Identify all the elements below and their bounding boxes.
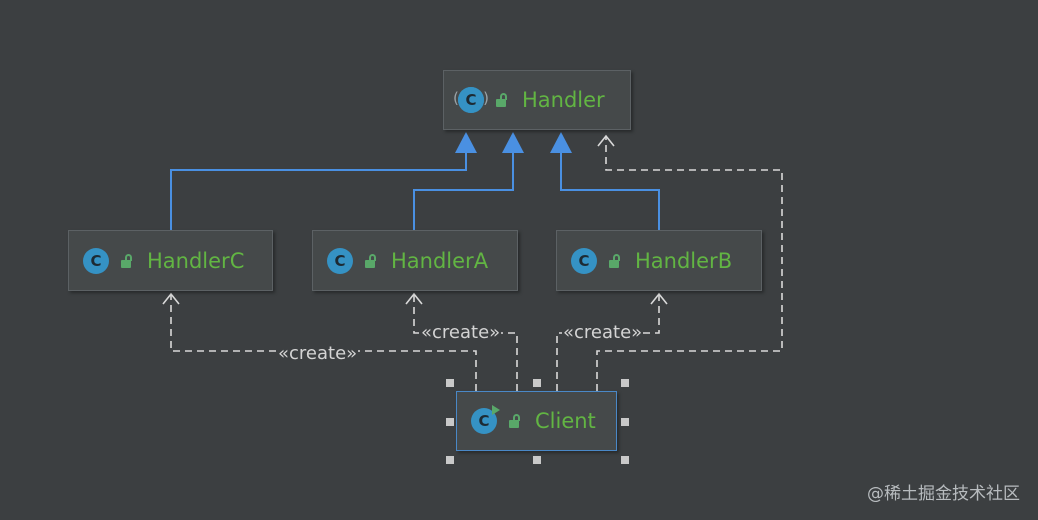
create-label-handlerb: «create» <box>562 322 644 343</box>
class-node-handlerc[interactable]: C HandlerC <box>68 230 273 291</box>
edge-handlera-to-handler[interactable] <box>413 152 514 230</box>
resize-handle-bottom-middle[interactable] <box>533 456 541 464</box>
class-icon: C <box>571 247 597 274</box>
public-lock-icon <box>609 253 623 268</box>
arrowhead-triangle <box>550 132 572 153</box>
edge-client-to-handler[interactable] <box>596 136 783 391</box>
create-label-handlerc: «create» <box>277 343 359 364</box>
inheritance-arrowheads <box>455 132 572 153</box>
arrowhead-triangle <box>502 132 524 153</box>
resize-handle-middle-left[interactable] <box>446 418 454 426</box>
class-name: Client <box>535 409 596 433</box>
resize-handle-bottom-right[interactable] <box>621 456 629 464</box>
public-lock-icon <box>509 414 523 428</box>
public-lock-icon <box>365 253 379 268</box>
open-arrowhead <box>405 292 423 305</box>
edge-handlerc-to-handler[interactable] <box>170 152 467 230</box>
class-name: HandlerB <box>635 248 733 273</box>
open-arrowhead <box>650 292 668 305</box>
run-badge-icon <box>492 405 500 415</box>
dependency-arrowheads <box>162 134 668 305</box>
edge-handlerb-to-handler[interactable] <box>560 152 660 230</box>
class-node-client[interactable]: C Client <box>456 391 617 451</box>
arrowhead-triangle <box>455 132 477 153</box>
create-label-handlera: «create» <box>420 322 502 343</box>
open-arrowhead <box>162 292 180 305</box>
class-icon: C <box>83 247 109 274</box>
resize-handle-top-right[interactable] <box>621 379 629 387</box>
inheritance-edges <box>170 152 660 230</box>
class-node-handler[interactable]: C Handler <box>443 70 631 130</box>
resize-handle-bottom-left[interactable] <box>446 456 454 464</box>
runnable-class-icon: C <box>471 405 500 434</box>
public-lock-icon <box>121 253 135 268</box>
class-icon: C <box>327 247 353 274</box>
class-name: Handler <box>522 88 605 112</box>
open-arrowhead <box>597 134 615 147</box>
class-name: HandlerA <box>391 248 489 273</box>
class-node-handlerb[interactable]: C HandlerB <box>556 230 762 291</box>
resize-handle-middle-right[interactable] <box>621 418 629 426</box>
resize-handle-top-left[interactable] <box>446 379 454 387</box>
class-node-handlera[interactable]: C HandlerA <box>312 230 518 291</box>
class-name: HandlerC <box>147 248 245 273</box>
public-lock-icon <box>496 93 510 107</box>
abstract-class-icon: C <box>453 87 489 113</box>
watermark-text: @稀土掘金技术社区 <box>867 484 1020 504</box>
resize-handle-top-middle[interactable] <box>533 379 541 387</box>
